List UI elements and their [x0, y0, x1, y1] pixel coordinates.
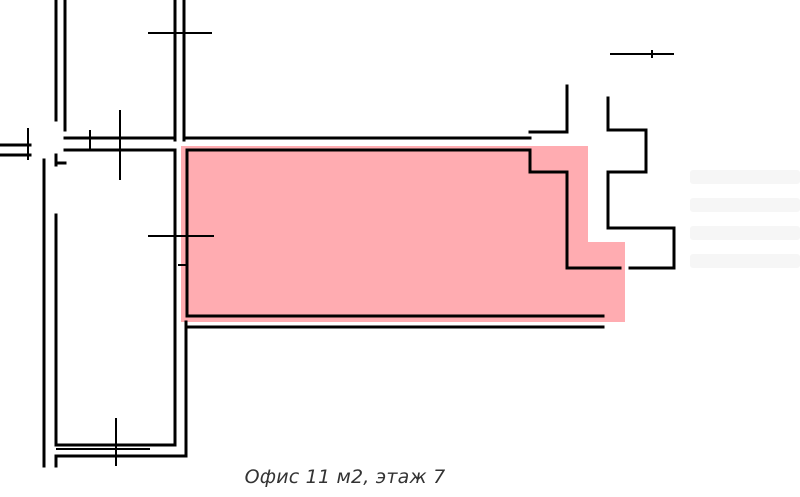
- plan-caption: Офис 11 м2, этаж 7: [244, 466, 446, 488]
- office-highlight-area[interactable]: [181, 146, 625, 322]
- walls: [0, 0, 676, 468]
- dimension-ticks: [27, 32, 674, 466]
- faded-background-text: [690, 170, 800, 310]
